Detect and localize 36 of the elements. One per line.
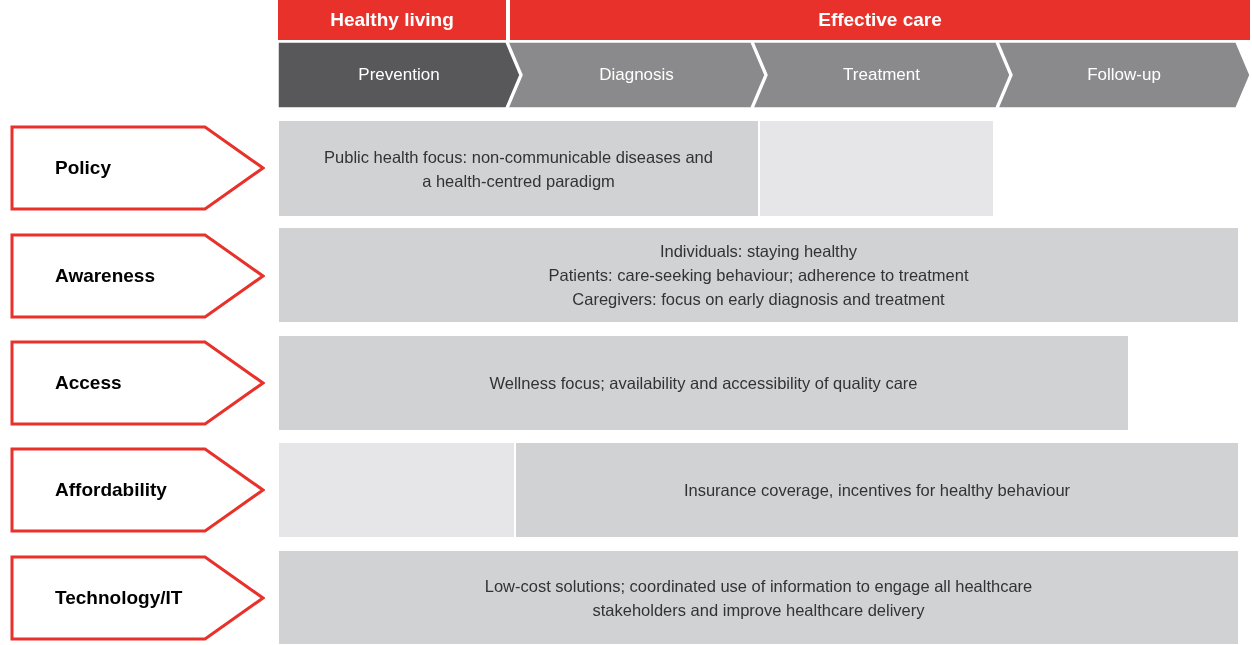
content-bar [279,228,1238,322]
category-label: Affordability [55,479,167,501]
description-text: Insurance coverage, incentives for healthy behaviour [683,480,1071,501]
content-bar [279,336,1128,430]
stage-header [278,42,520,108]
content-bar [279,443,514,537]
phase-band [510,0,1250,40]
category-arrow [10,555,265,641]
category-label: Awareness [55,265,155,287]
stage-label: Prevention [358,65,440,85]
stage-label: Follow-up [1087,65,1161,85]
description-text: Wellness focus; availability and accessibility of quality care [489,373,918,394]
category-arrow [10,125,265,211]
category-label: Technology/IT [55,587,183,609]
stage-header [508,42,765,108]
content-bar [760,121,993,216]
stage-label: Treatment [843,65,920,85]
description-text: Patients: care-seeking behaviour; adherence to treatment [548,265,969,286]
phase-label: Healthy living [330,9,454,31]
category-label: Access [55,372,122,394]
stage-header [753,42,1010,108]
description-text: Public health focus: non-communicable diseases and a health-centred paradigm [323,146,714,192]
phase-label: Effective care [818,9,942,31]
content-bar [279,551,1238,644]
category-arrow [10,340,265,426]
stage-header [998,42,1250,108]
category-arrow [10,233,265,319]
content-bar [279,121,758,216]
content-bar [516,443,1238,537]
category-arrow [10,447,265,533]
category-label: Policy [55,157,111,179]
stage-label: Diagnosis [599,65,674,85]
phase-band [278,0,506,40]
description-text: Individuals: staying healthy [659,241,858,262]
description-text: Low-cost solutions; coordinated use of information to engage all healthcare stakeholders and improve healthcare delivery [483,575,1034,621]
description-text: Caregivers: focus on early diagnosis and treatment [572,289,945,310]
